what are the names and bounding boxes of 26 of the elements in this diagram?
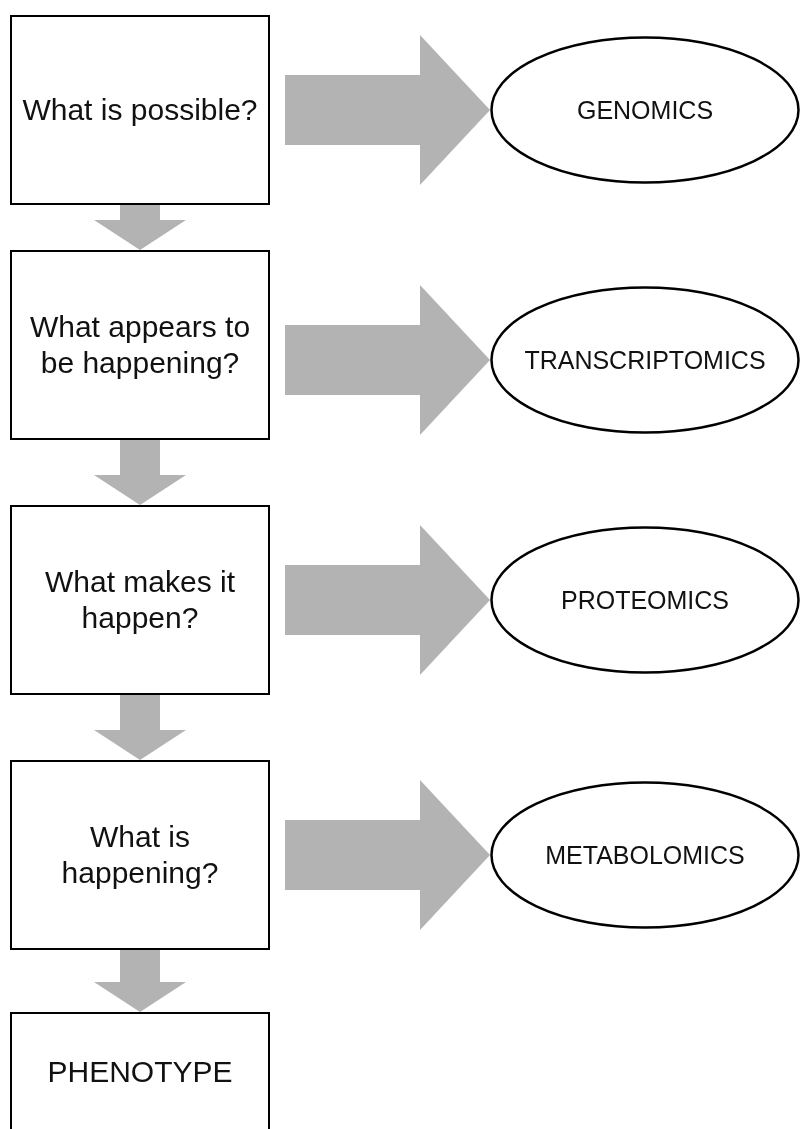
block-arrow xyxy=(94,440,186,505)
ellipse-node xyxy=(490,286,800,434)
process-box xyxy=(10,250,270,440)
block-arrow xyxy=(94,205,186,250)
block-arrow xyxy=(94,695,186,760)
process-box xyxy=(10,505,270,695)
node-label: PROTEOMICS xyxy=(560,585,730,615)
ellipse-node xyxy=(490,36,800,184)
block-arrow xyxy=(285,285,490,435)
node-label: GENOMICS xyxy=(576,95,714,125)
node-label: What is happening? xyxy=(60,819,220,891)
process-box xyxy=(10,760,270,950)
node-label: What appears to be happening? xyxy=(28,309,252,381)
process-box xyxy=(10,1012,270,1129)
block-arrow xyxy=(285,35,490,185)
node-label: What is possible? xyxy=(21,92,259,128)
block-arrow xyxy=(94,950,186,1012)
node-label: What makes it happen? xyxy=(43,564,237,636)
ellipse-node xyxy=(490,526,800,674)
block-arrow xyxy=(285,780,490,930)
node-label: TRANSCRIPTOMICS xyxy=(524,345,766,375)
node-label: PHENOTYPE xyxy=(46,1053,234,1090)
node-label: METABOLOMICS xyxy=(545,840,745,870)
block-arrow xyxy=(285,525,490,675)
process-box xyxy=(10,15,270,205)
ellipse-node xyxy=(490,781,800,929)
